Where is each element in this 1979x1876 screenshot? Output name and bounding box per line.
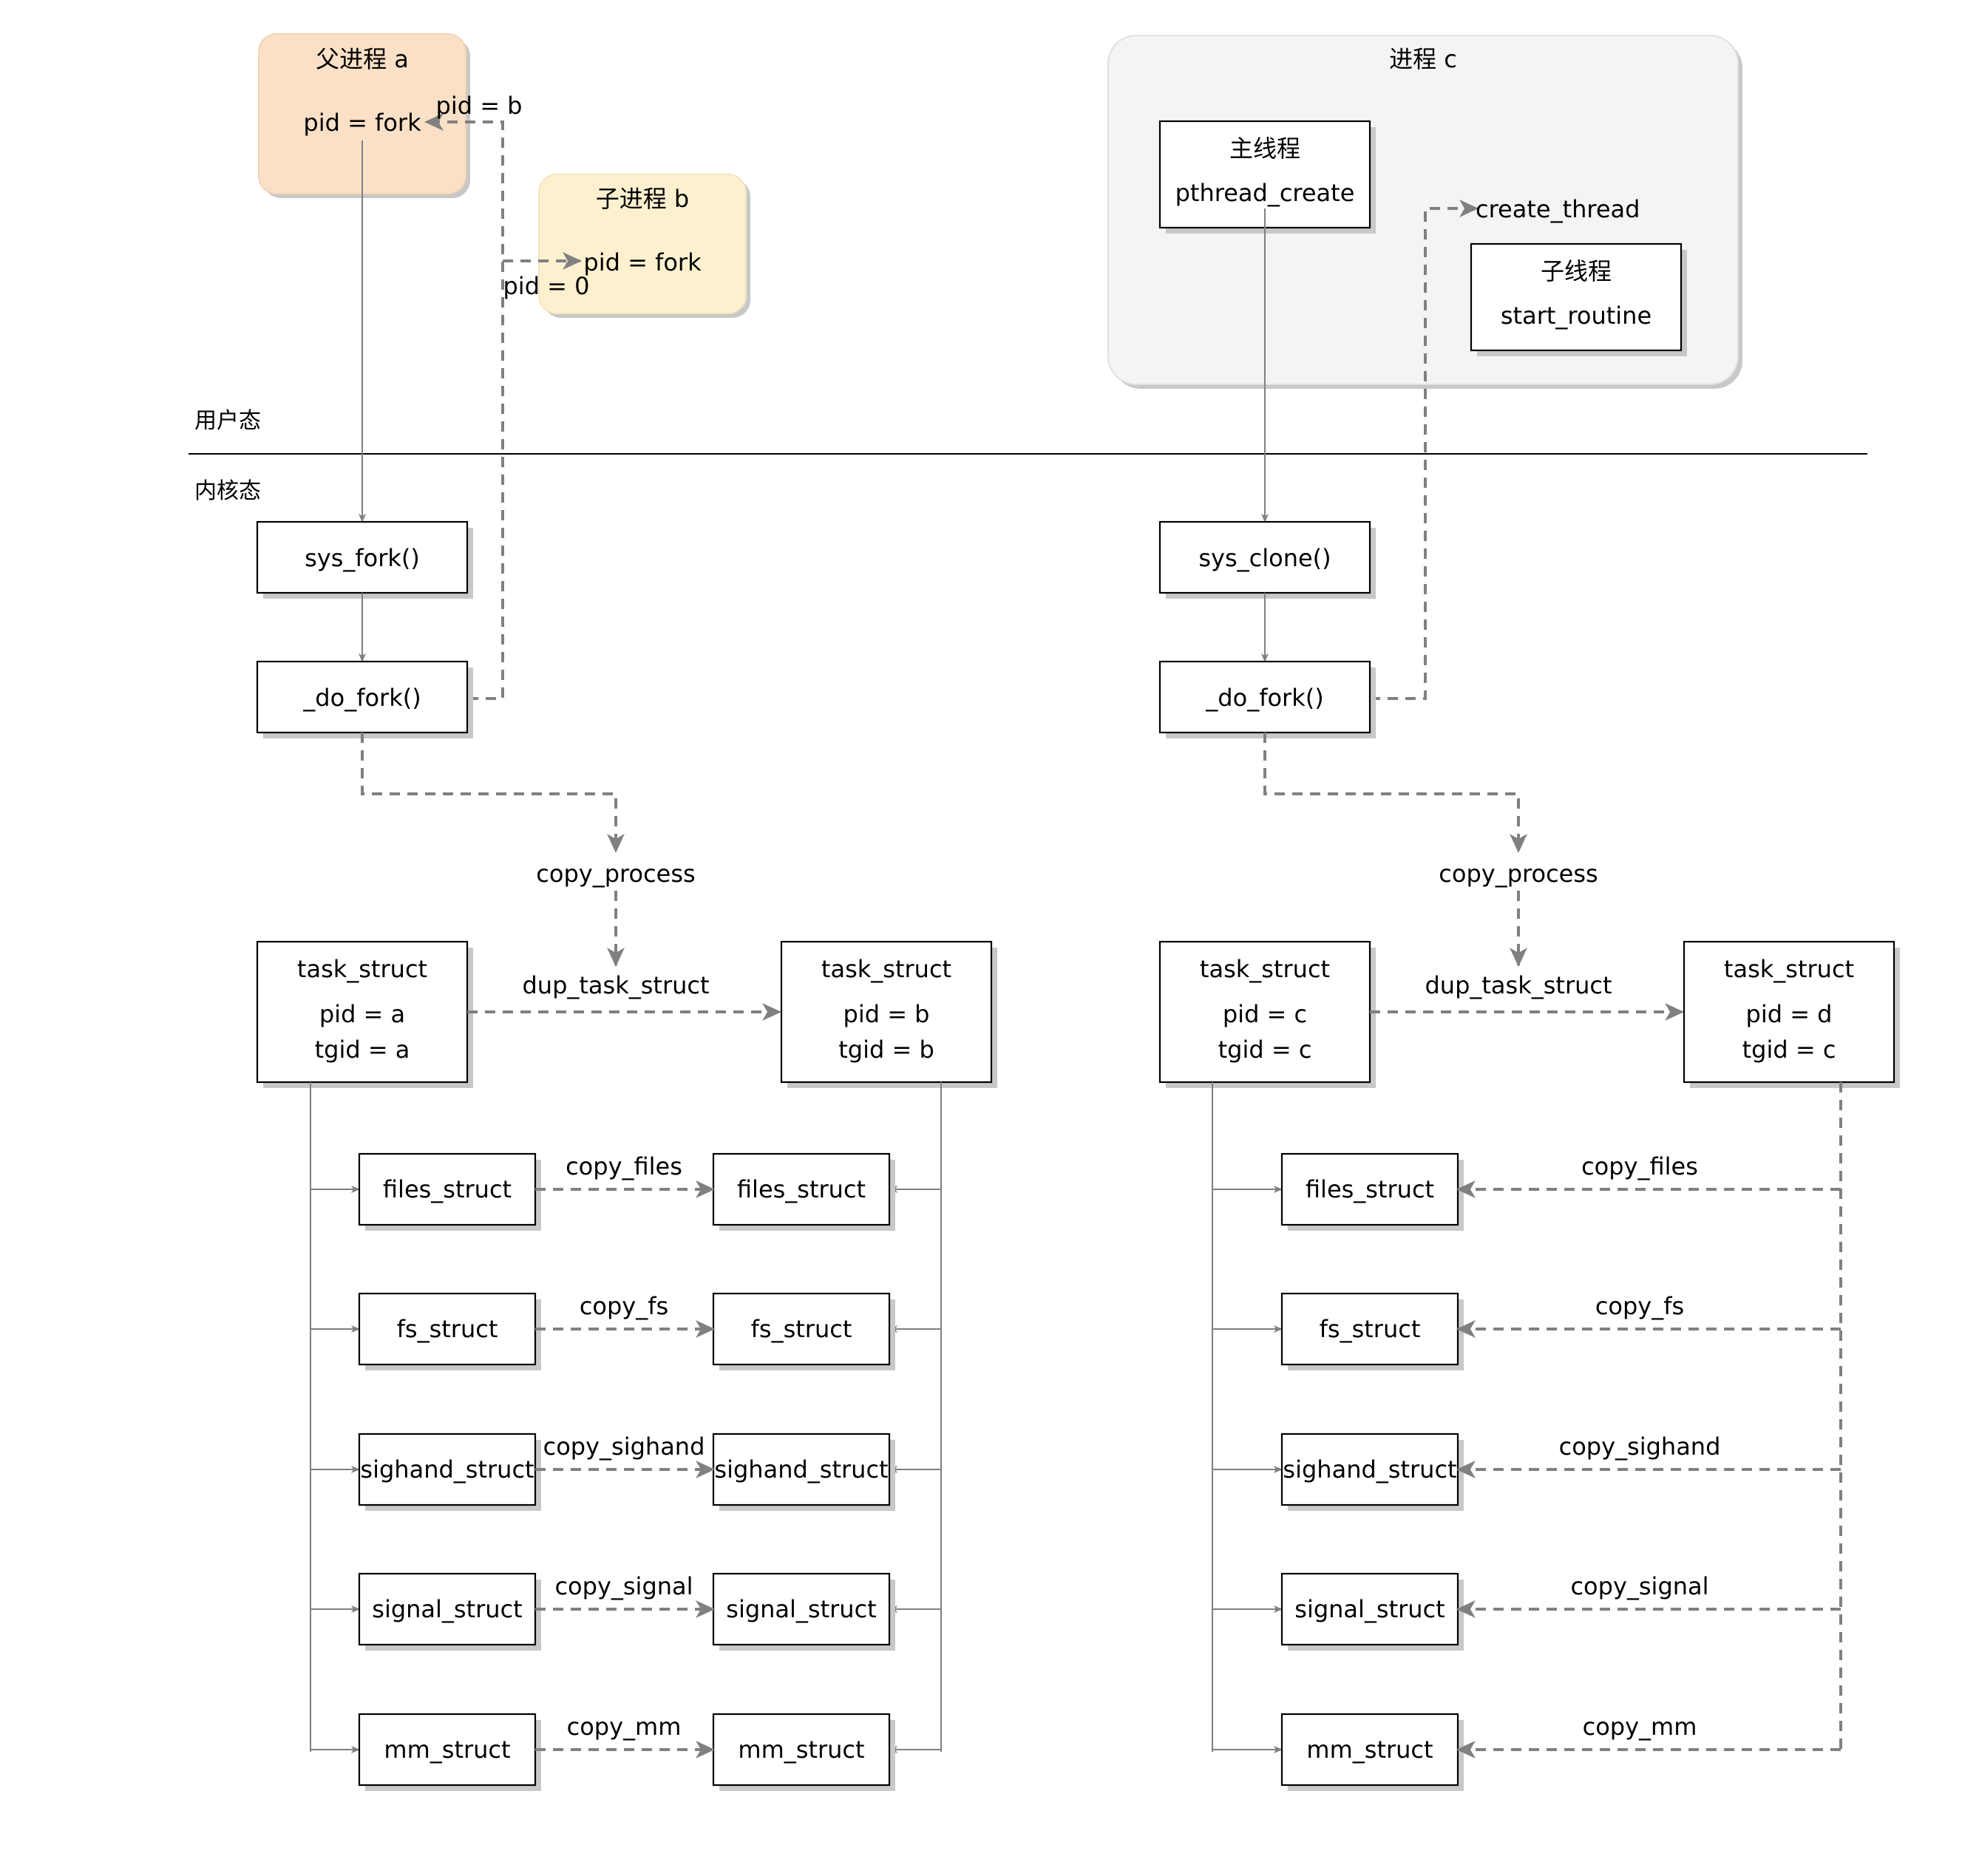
right-shared-mm-struct-label: mm_struct: [1306, 1736, 1433, 1764]
left-dst-fs-struct-label: fs_struct: [751, 1315, 852, 1343]
task-struct-d-pid: pid = d: [1746, 1000, 1833, 1028]
left-src-signal-struct-label: signal_struct: [372, 1595, 522, 1623]
left-struct-rows: files_struct files_struct copy_files fs_str…: [310, 1152, 941, 1791]
copy-process-label-right: copy_process: [1439, 860, 1598, 888]
left-src-mm-struct: mm_struct: [358, 1713, 541, 1791]
left-src-signal-struct: signal_struct: [358, 1572, 541, 1651]
right-shared-mm-struct: mm_struct: [1280, 1713, 1464, 1791]
left-dst-fs-struct: fs_struct: [712, 1292, 895, 1370]
left-dst-signal-struct: signal_struct: [712, 1572, 895, 1651]
sys-clone-node: sys_clone(): [1158, 520, 1376, 599]
right-shared-sighand-struct: sighand_struct: [1280, 1433, 1464, 1511]
dofork-to-copyprocess-edge-right: [1263, 733, 1527, 853]
task-struct-a-pid: pid = a: [319, 1000, 405, 1028]
return-to-parent-edge: [424, 113, 504, 700]
pid-0-label: pid = 0: [503, 272, 589, 300]
right-shared-sighand-struct-label: sighand_struct: [1283, 1455, 1456, 1484]
right-shared-files-struct-label: files_struct: [1306, 1175, 1434, 1203]
left-mm-copy-label: copy_mm: [567, 1713, 682, 1741]
do-fork-label-right: _do_fork(): [1205, 684, 1323, 712]
left-sighand-copy-label: copy_sighand: [543, 1433, 705, 1461]
right-fs-copy-label: copy_fs: [1595, 1292, 1684, 1320]
right-shared-signal-struct-label: signal_struct: [1294, 1595, 1445, 1623]
task-struct-c-pid: pid = c: [1223, 1000, 1307, 1028]
right-sighand-copy-label: copy_sighand: [1559, 1433, 1721, 1461]
left-dst-files-struct: files_struct: [712, 1152, 895, 1231]
task-struct-d-title: task_struct: [1724, 955, 1854, 983]
user-mode-label: 用户态: [194, 408, 261, 434]
child-process-b: 子进程 b pid = fork: [538, 174, 750, 318]
dofork-to-copyprocess-edge-left: [361, 733, 625, 853]
dup-task-struct-label-left: dup_task_struct: [522, 971, 709, 999]
pid-b-label: pid = b: [436, 92, 523, 120]
create-thread-edge: [1370, 200, 1479, 700]
parent-fork-call: pid = fork: [303, 109, 421, 137]
left-dst-mm-struct-label: mm_struct: [738, 1736, 864, 1764]
parent-process-a: 父进程 a pid = fork: [258, 33, 470, 198]
task-struct-d: task_struct pid = d tgid = c: [1683, 940, 1900, 1088]
task-struct-a-tgid: tgid = a: [315, 1036, 410, 1064]
left-fs-copy-label: copy_fs: [580, 1292, 668, 1320]
task-struct-a: task_struct pid = a tgid = a: [256, 940, 473, 1088]
left-src-fs-struct-label: fs_struct: [397, 1315, 498, 1343]
left-dst-mm-struct: mm_struct: [712, 1713, 895, 1791]
kernel-mode-label: 内核态: [194, 478, 261, 504]
left-src-sighand-struct-label: sighand_struct: [360, 1455, 534, 1484]
process-c-title: 进程 c: [1389, 45, 1457, 73]
left-src-files-struct-label: files_struct: [383, 1175, 512, 1203]
right-shared-signal-struct: signal_struct: [1280, 1572, 1464, 1651]
task-struct-b: task_struct pid = b tgid = b: [780, 940, 997, 1088]
right-struct-rows: files_struct copy_files fs_struct copy_fssi…: [1212, 1152, 1841, 1791]
sys-fork-label: sys_fork(): [305, 544, 420, 572]
left-dst-signal-struct-label: signal_struct: [726, 1595, 876, 1623]
do-fork-node-left: _do_fork(): [256, 660, 473, 738]
task-struct-c: task_struct pid = c tgid = c: [1158, 940, 1376, 1088]
left-signal-copy-label: copy_signal: [554, 1572, 693, 1600]
task-struct-a-title: task_struct: [297, 955, 427, 983]
left-src-files-struct: files_struct: [358, 1152, 541, 1231]
left-src-mm-struct-label: mm_struct: [384, 1736, 510, 1764]
right-shared-fs-struct-label: fs_struct: [1320, 1315, 1421, 1343]
child-process-title: 子进程 b: [596, 185, 690, 213]
left-dst-sighand-struct: sighand_struct: [712, 1433, 895, 1511]
child-thread-node: 子线程 start_routine: [1470, 242, 1687, 356]
task-struct-b-title: task_struct: [821, 955, 951, 983]
main-thread-node: 主线程 pthread_create: [1158, 120, 1376, 234]
pthread-create-call: pthread_create: [1175, 179, 1355, 207]
task-struct-b-pid: pid = b: [843, 1000, 930, 1028]
sys-clone-label: sys_clone(): [1198, 544, 1331, 572]
child-fork-call: pid = fork: [583, 248, 702, 276]
task-struct-b-tgid: tgid = b: [838, 1036, 934, 1064]
do-fork-node-right: _do_fork(): [1158, 660, 1376, 738]
main-thread-title: 主线程: [1229, 135, 1300, 163]
task-struct-c-tgid: tgid = c: [1218, 1036, 1312, 1064]
task-struct-c-title: task_struct: [1200, 955, 1330, 983]
start-routine-label: start_routine: [1501, 302, 1652, 330]
do-fork-label-left: _do_fork(): [302, 684, 421, 712]
parent-process-title: 父进程 a: [316, 45, 409, 73]
sys-fork-node: sys_fork(): [256, 520, 473, 599]
left-dst-files-struct-label: files_struct: [737, 1175, 866, 1203]
right-shared-fs-struct: fs_struct: [1280, 1292, 1464, 1370]
copy-process-label-left: copy_process: [536, 860, 695, 888]
create-thread-label: create_thread: [1476, 195, 1640, 223]
task-struct-d-tgid: tgid = c: [1742, 1036, 1836, 1064]
right-mm-copy-label: copy_mm: [1583, 1713, 1697, 1741]
right-shared-files-struct: files_struct: [1280, 1152, 1464, 1231]
child-thread-title: 子线程: [1541, 257, 1612, 285]
left-dst-sighand-struct-label: sighand_struct: [714, 1455, 888, 1484]
left-files-copy-label: copy_files: [566, 1152, 682, 1180]
right-files-copy-label: copy_files: [1581, 1152, 1698, 1180]
right-signal-copy-label: copy_signal: [1570, 1572, 1708, 1600]
left-src-fs-struct: fs_struct: [358, 1292, 541, 1370]
dup-task-struct-label-right: dup_task_struct: [1425, 971, 1612, 999]
left-src-sighand-struct: sighand_struct: [358, 1433, 541, 1511]
